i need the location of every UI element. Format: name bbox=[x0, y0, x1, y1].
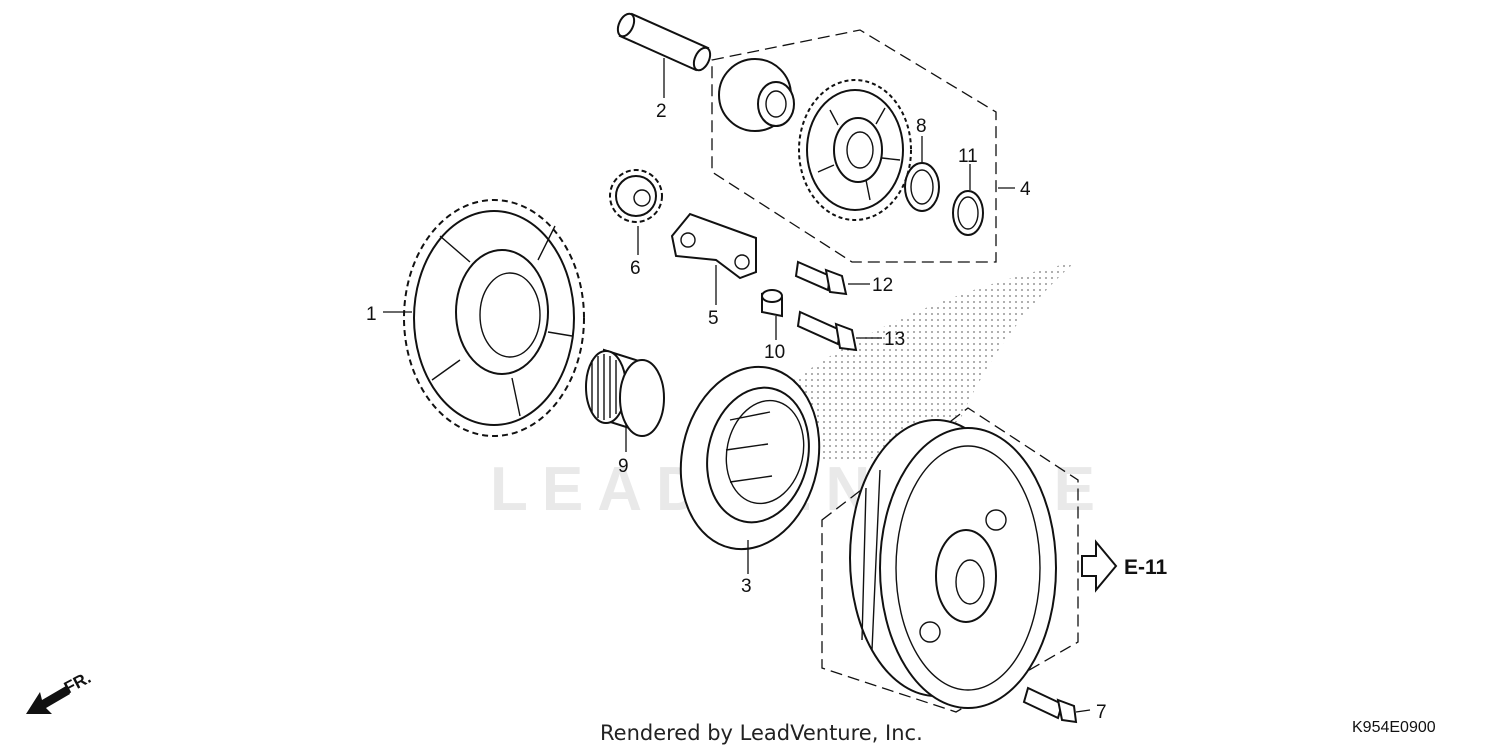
part-11-circlip bbox=[952, 190, 984, 236]
assembly-4-boundary bbox=[711, 29, 997, 263]
part-3-clutch bbox=[679, 365, 821, 551]
part-6-gear bbox=[609, 169, 663, 223]
front-direction-indicator: FR. bbox=[26, 668, 94, 714]
leader-lines bbox=[383, 58, 1091, 713]
part-4-large-gear bbox=[798, 79, 912, 221]
part-1-gear bbox=[403, 199, 585, 437]
assembly-7-boundary bbox=[821, 407, 1079, 713]
callout-5: 5 bbox=[708, 308, 719, 329]
callout-6: 6 bbox=[630, 258, 641, 279]
callout-7: 7 bbox=[1096, 702, 1107, 723]
callout-11: 11 bbox=[958, 146, 978, 167]
callout-2: 2 bbox=[656, 101, 667, 122]
callout-4: 4 bbox=[1020, 179, 1031, 200]
part-4-pinion bbox=[718, 58, 795, 132]
part-8-washer bbox=[904, 162, 940, 212]
part-10-collar bbox=[761, 289, 783, 318]
callout-1: 1 bbox=[366, 304, 377, 325]
rendered-by-credit: Rendered by LeadVenture, Inc. bbox=[600, 721, 923, 745]
callout-9: 9 bbox=[618, 456, 629, 477]
outline-arrow-icon bbox=[1081, 539, 1118, 593]
callout-13: 13 bbox=[884, 329, 905, 350]
reference-arrow[interactable]: E-11 bbox=[1081, 539, 1168, 593]
part-5-plate bbox=[670, 212, 757, 280]
part-7-bolt bbox=[1022, 686, 1078, 724]
callout-8: 8 bbox=[916, 116, 927, 137]
front-arrow-icon bbox=[26, 686, 70, 714]
part-12-bolt bbox=[794, 260, 848, 296]
callout-12: 12 bbox=[872, 275, 893, 296]
callout-10: 10 bbox=[764, 342, 785, 363]
reference-link[interactable]: E-11 bbox=[1124, 556, 1168, 579]
part-9-bearing bbox=[585, 348, 665, 437]
part-7-outer bbox=[849, 419, 1057, 709]
dotted-shadow bbox=[780, 262, 1075, 462]
diagram-code: K954E0900 bbox=[1352, 719, 1436, 736]
callout-3: 3 bbox=[741, 576, 752, 597]
part-2-pin bbox=[616, 12, 712, 72]
part-13-bolt bbox=[796, 310, 858, 352]
